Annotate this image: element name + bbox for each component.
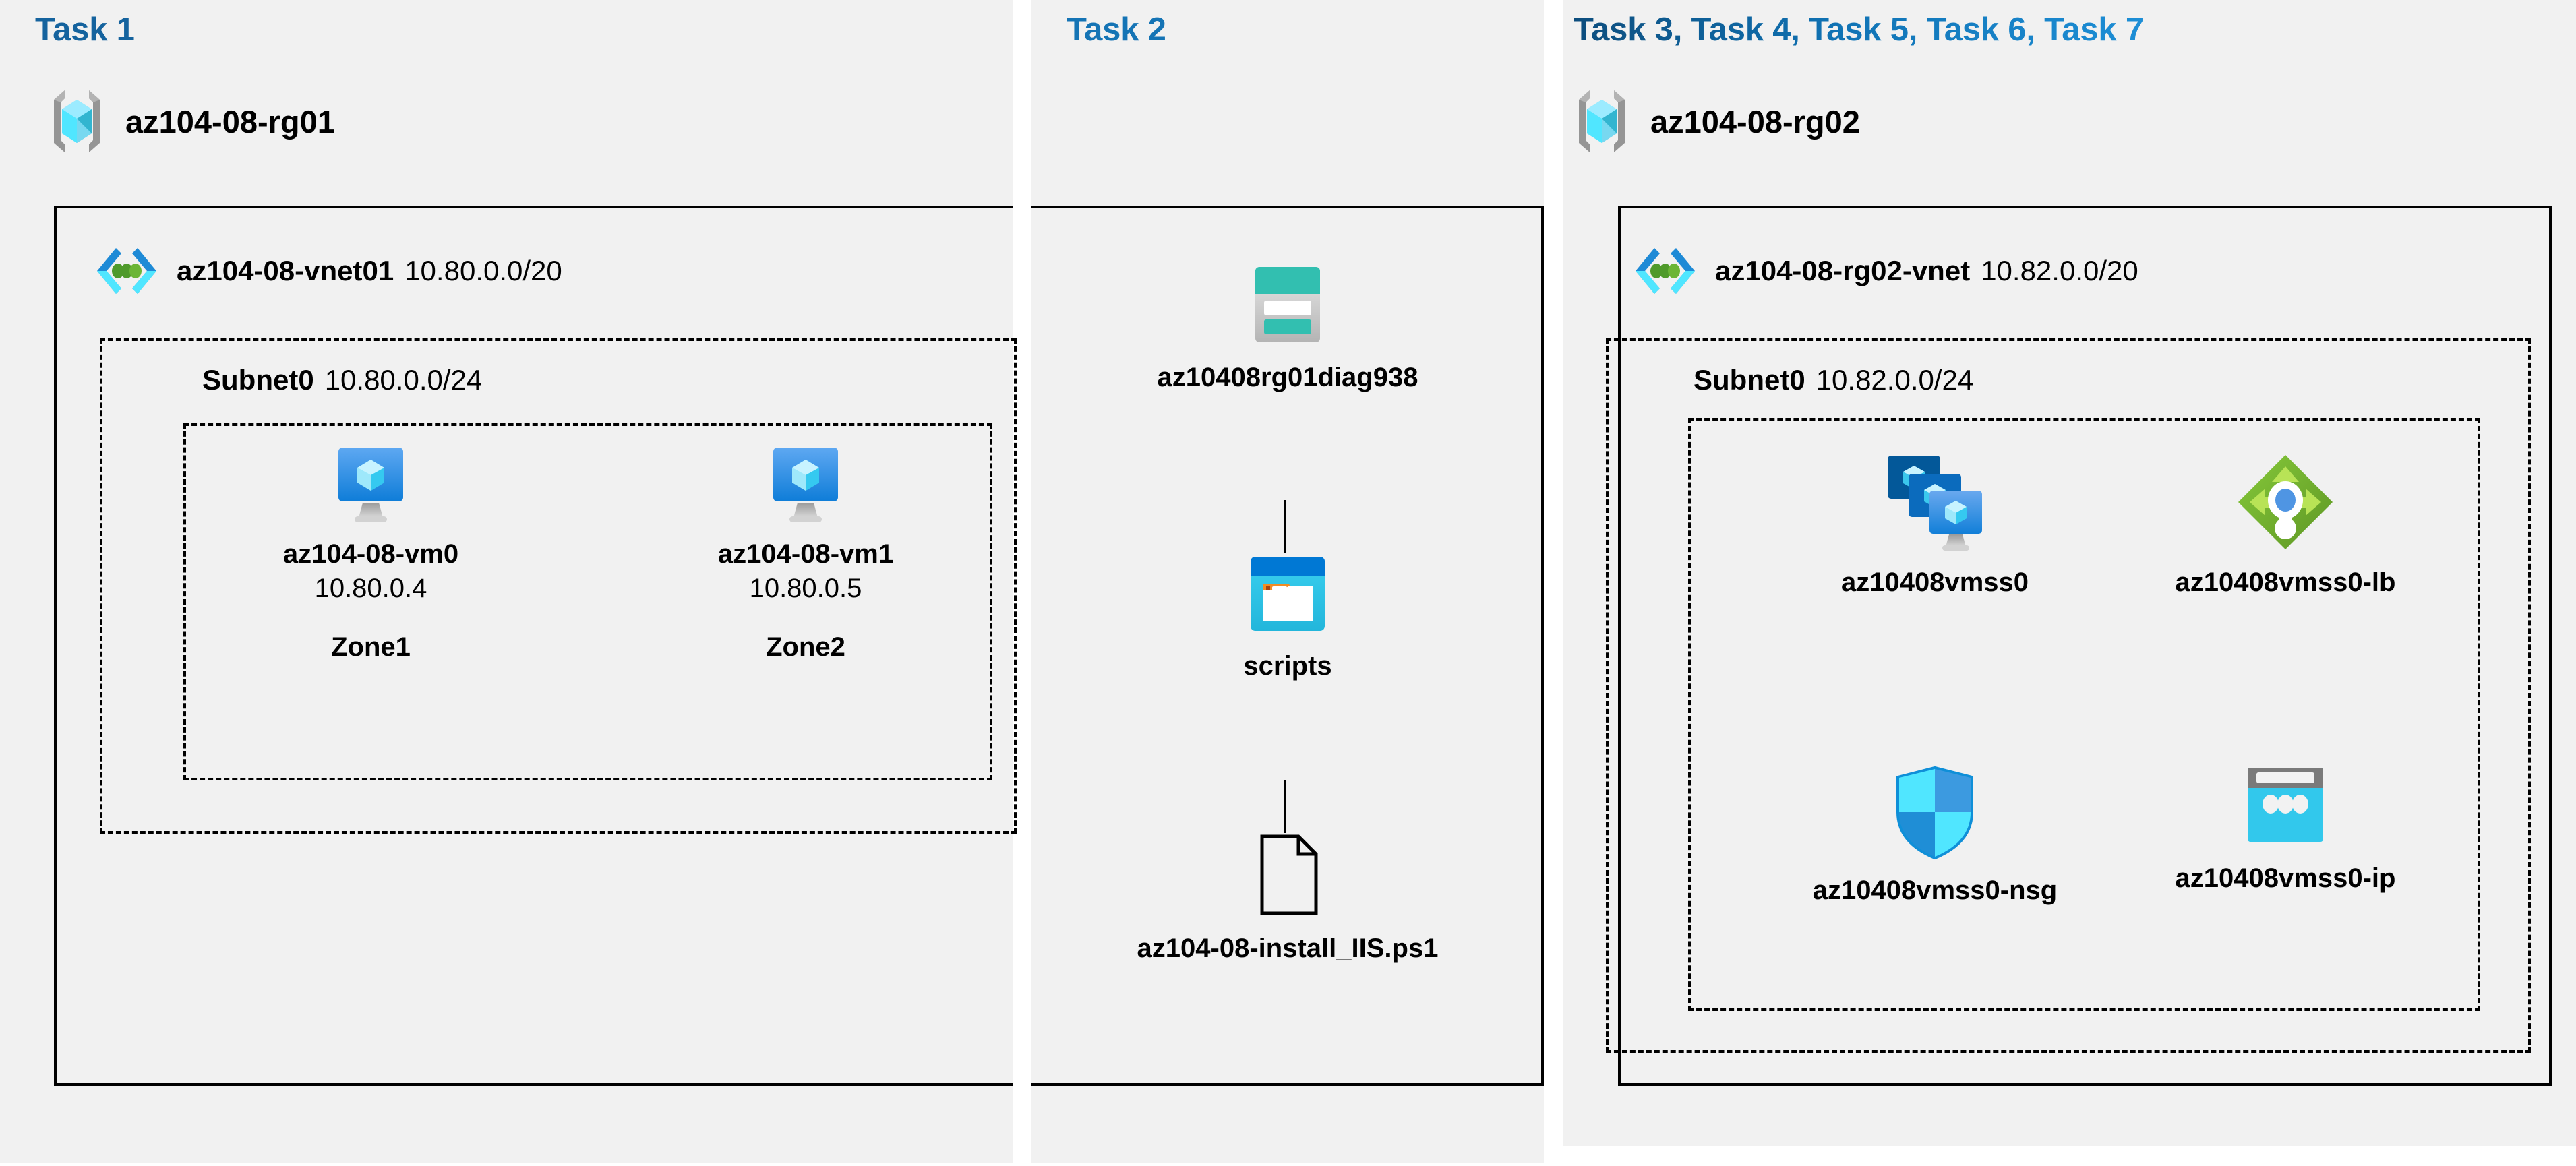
vnet-boundary-vnet01: [54, 206, 1544, 1086]
node-vm1[interactable]: az104-08-vm1 10.80.0.5 Zone2: [705, 445, 907, 663]
resource-group-name: az104-08-rg02: [1650, 103, 1860, 140]
subnet-name: Subnet0: [1694, 364, 1805, 396]
subnet-boundary-subnet0-rg01: [100, 338, 1017, 834]
public-ip-address-icon: [2238, 765, 2333, 849]
node-ip: 10.80.0.4: [314, 574, 427, 603]
node-name: scripts: [1243, 651, 1332, 681]
vnet-boundary-rg02-vnet: [1618, 206, 2552, 1086]
resource-group-icon: [1574, 86, 1630, 156]
vnet-name: az104-08-vnet01: [177, 255, 394, 286]
node-zone: Zone1: [331, 632, 411, 662]
task1-label: Task 1: [35, 11, 135, 48]
resource-group-icon: [49, 86, 105, 156]
node-vm0[interactable]: az104-08-vm0 10.80.0.4 Zone1: [270, 445, 472, 663]
node-script-file[interactable]: az104-08-install_IIS.ps1: [1137, 832, 1438, 964]
virtual-network-icon: [93, 237, 160, 305]
resource-group-name: az104-08-rg01: [125, 103, 335, 140]
resource-group-rg01: az104-08-rg01: [49, 86, 335, 156]
file-icon: [1251, 832, 1324, 917]
connector-storage-to-scripts: [1284, 500, 1286, 553]
node-name: az10408rg01diag938: [1157, 363, 1418, 392]
node-storage-account[interactable]: az10408rg01diag938: [1158, 263, 1418, 393]
node-load-balancer[interactable]: az10408vmss0-lb: [2144, 452, 2427, 598]
storage-account-icon: [1247, 263, 1329, 346]
node-name: az104-08-vm0: [282, 539, 459, 569]
load-balancer-icon: [2235, 452, 2336, 553]
node-vmss[interactable]: az10408vmss0: [1793, 452, 2076, 598]
subnet-cidr: 10.82.0.0/24: [1816, 364, 1974, 396]
task3-label: Task 3, Task 4, Task 5, Task 6, Task 7: [1574, 11, 2144, 48]
vnet-name: az104-08-rg02-vnet: [1715, 255, 1971, 286]
connector-scripts-to-file: [1284, 780, 1286, 833]
node-name: az10408vmss0-ip: [2175, 863, 2396, 893]
vnet-cidr: 10.80.0.0/20: [405, 255, 562, 286]
node-ip: 10.80.0.5: [749, 574, 862, 603]
subnet-cidr: 10.80.0.0/24: [324, 364, 483, 396]
subnet-boundary-subnet0-rg02: [1606, 338, 2531, 1053]
virtual-network-icon: [1631, 237, 1699, 305]
task2-label: Task 2: [1067, 11, 1166, 48]
resource-group-rg02: az104-08-rg02: [1574, 86, 1860, 156]
subnet-header-rg02: Subnet0 10.82.0.0/24: [1694, 364, 1973, 396]
subnet-header-rg01: Subnet0 10.80.0.0/24: [202, 364, 482, 396]
vnet-header-rg02-vnet: az104-08-rg02-vnet 10.82.0.0/20: [1631, 237, 2138, 305]
node-name: az104-08-install_IIS.ps1: [1137, 933, 1439, 963]
node-name: az104-08-vm1: [717, 539, 894, 569]
node-name: az10408vmss0-nsg: [1812, 876, 2058, 905]
network-security-group-icon: [1892, 765, 1977, 861]
node-zone: Zone2: [766, 632, 845, 662]
blob-container-icon: [1247, 553, 1329, 635]
virtual-machine-icon: [333, 445, 409, 524]
availability-zone-group: [183, 423, 992, 780]
vnet-cidr: 10.82.0.0/20: [1981, 255, 2138, 286]
node-network-security-group[interactable]: az10408vmss0-nsg: [1793, 765, 2076, 906]
node-name: az10408vmss0: [1840, 567, 2029, 597]
node-public-ip-address[interactable]: az10408vmss0-ip: [2144, 765, 2427, 894]
vm-scale-set-icon: [1878, 452, 1991, 553]
vmss-resource-group-box: [1688, 418, 2480, 1011]
vnet-header-vnet01: az104-08-vnet01 10.80.0.0/20: [93, 237, 562, 305]
node-name: az10408vmss0-lb: [2175, 567, 2396, 597]
node-blob-container[interactable]: scripts: [1214, 553, 1362, 681]
subnet-name: Subnet0: [202, 364, 314, 396]
virtual-machine-icon: [768, 445, 843, 524]
